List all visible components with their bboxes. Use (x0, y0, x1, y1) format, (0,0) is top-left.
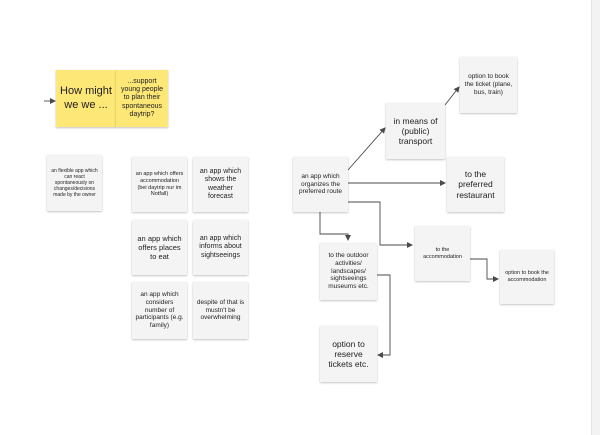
weather-app-text: an app which shows the weather forecast (199, 167, 242, 200)
book-ticket-text: option to book the ticket (plane, bus, t… (464, 73, 513, 96)
arrow-public-transport-to-book-ticket (444, 86, 460, 106)
public-transport-sticky[interactable]: in means of (public) transport (386, 103, 445, 159)
arrow-route-to-public-transport (347, 127, 386, 171)
flexible-app-sticky[interactable]: an flexible app which can react spontane… (47, 155, 102, 211)
arrow-route-to-accommodation (348, 201, 413, 248)
not-overwhelming-text: despite of that is mustn't be overwhelmi… (196, 298, 245, 322)
accommodation-app-text: an app which offers accommodation (bei d… (135, 171, 184, 198)
accommodation-app-sticky[interactable]: an app which offers accommodation (bei d… (132, 157, 187, 212)
book-accommodation-sticky[interactable]: option to book the accommodation (500, 250, 554, 304)
book-accommodation-text: option to book the accommodation (505, 270, 549, 283)
how-might-we-text: How might we we ... (60, 85, 112, 111)
accommodation-sticky[interactable]: to the accommodation (415, 226, 470, 281)
places-app-sticky[interactable]: an app which offers places to eat (132, 220, 187, 275)
goal-sticky[interactable]: ...support young people to plan their sp… (116, 70, 168, 127)
arrow-accommodation-to-booking (470, 258, 499, 282)
route-app-text: an app which organizes the preferred rou… (299, 172, 342, 196)
weather-app-sticky[interactable]: an app which shows the weather forecast (193, 157, 248, 212)
route-app-sticky[interactable]: an app which organizes the preferred rou… (293, 157, 348, 212)
sightseeings-app-text: an app which informs about sightseeings (199, 234, 242, 259)
restaurant-text: to the preferred restaurant (456, 169, 495, 200)
arrow-route-to-outdoor (319, 212, 351, 241)
restaurant-sticky[interactable]: to the preferred restaurant (447, 157, 504, 212)
reserve-tickets-text: option to reserve tickets etc. (328, 338, 369, 370)
how-might-we-sticky[interactable]: How might we we ... (56, 70, 116, 127)
outdoor-activities-text: to the outdoor activities/ landscapes/ s… (328, 252, 369, 291)
participants-app-text: an app which considers number of partici… (135, 291, 184, 330)
canvas-right-edge (591, 0, 600, 435)
reserve-tickets-sticky[interactable]: option to reserve tickets etc. (320, 326, 377, 382)
sightseeings-app-sticky[interactable]: an app which informs about sightseeings (193, 220, 248, 275)
goal-text: ...support young people to plan their sp… (120, 77, 164, 119)
places-app-text: an app which offers places to eat (137, 234, 182, 261)
flexible-app-text: an flexible app which can react spontane… (51, 168, 98, 198)
book-ticket-sticky[interactable]: option to book the ticket (plane, bus, t… (460, 57, 517, 113)
participants-app-sticky[interactable]: an app which considers number of partici… (132, 282, 187, 339)
public-transport-text: in means of (public) transport (393, 115, 438, 147)
not-overwhelming-sticky[interactable]: despite of that is mustn't be overwhelmi… (193, 282, 248, 339)
arrow-outdoor-to-reserve-tickets (377, 274, 391, 358)
outdoor-activities-sticky[interactable]: to the outdoor activities/ landscapes/ s… (320, 243, 377, 300)
accommodation-text: to the accommodation (423, 246, 462, 260)
